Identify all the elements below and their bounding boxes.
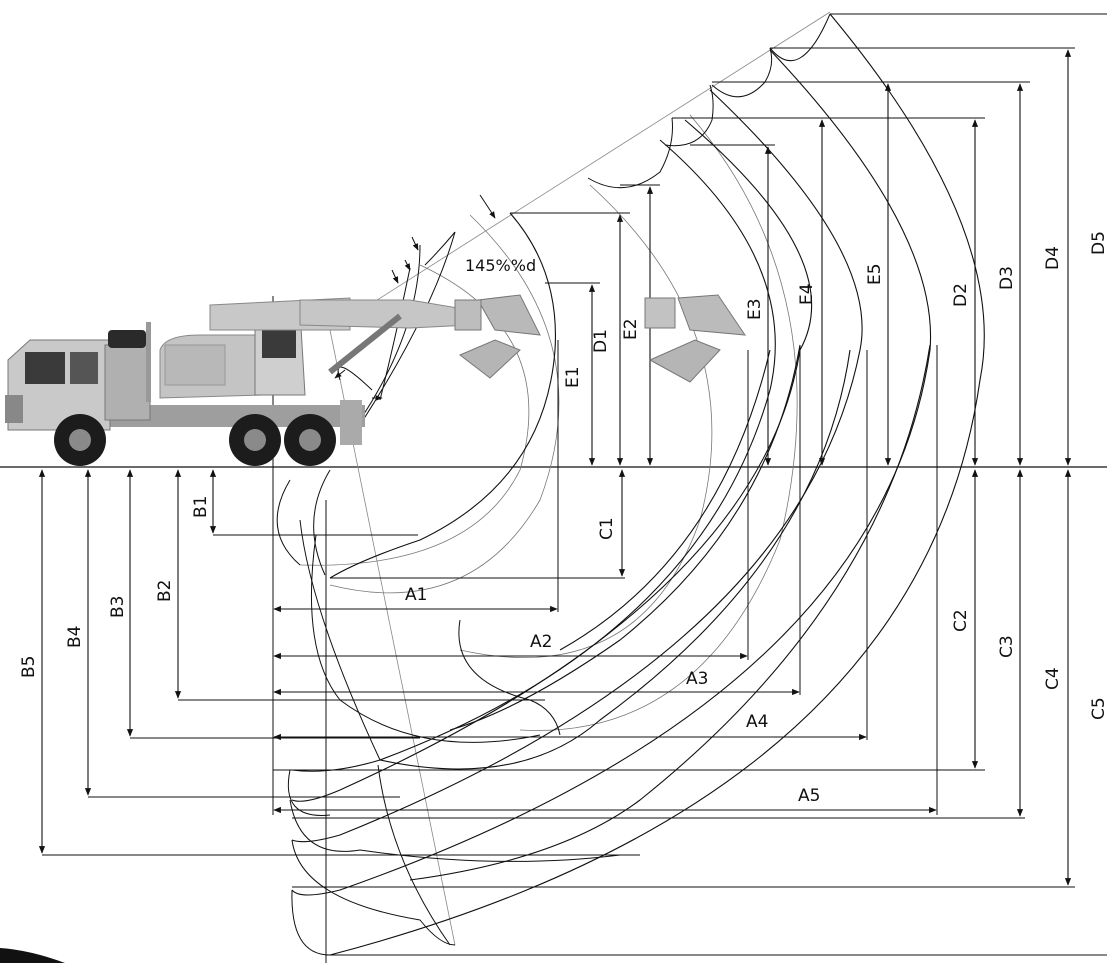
wheels [54, 414, 336, 466]
label-c4: C4 [1043, 667, 1063, 690]
boom [299, 299, 471, 329]
a-dimension-arrows [273, 605, 937, 814]
label-c2: C2 [951, 609, 971, 632]
boom-cylinder [328, 313, 402, 375]
label-a4: A4 [746, 712, 768, 732]
label-e5: E5 [865, 263, 885, 285]
bucket-curled-2 [648, 339, 721, 383]
label-a2: A2 [530, 632, 552, 652]
cab-window [25, 352, 65, 384]
bucket-extended-2 [677, 294, 747, 336]
label-a5: A5 [798, 786, 820, 806]
bottom-extension-lines [42, 534, 1107, 956]
a-extension-lines [557, 340, 938, 815]
label-b1: B1 [191, 496, 211, 518]
label-b2: B2 [155, 580, 175, 602]
label-e1: E1 [563, 366, 583, 388]
c-dimension-arrows [618, 469, 1072, 886]
label-d2: D2 [951, 283, 971, 307]
label-a3: A3 [686, 669, 708, 689]
arm-head-2 [644, 297, 676, 329]
label-b3: B3 [108, 596, 128, 618]
arm-head [454, 299, 482, 331]
e-dimension-arrows [616, 83, 892, 466]
mast [146, 322, 151, 402]
grille [5, 395, 23, 423]
lower-loop-arcs [287, 519, 621, 956]
label-b4: B4 [65, 626, 85, 648]
exhaust [108, 330, 146, 348]
label-a1: A1 [405, 585, 427, 605]
top-extension-lines [510, 13, 1107, 284]
excavator-truck [5, 294, 747, 466]
corner-mark [0, 948, 65, 963]
label-d4: D4 [1043, 246, 1063, 270]
label-e3: E3 [745, 298, 765, 320]
label-d3: D3 [997, 266, 1017, 290]
bucket-curl-arcs [276, 13, 831, 736]
label-d1: D1 [591, 329, 611, 353]
label-b5: B5 [19, 656, 39, 678]
engine-block [104, 344, 151, 421]
label-e4: E4 [797, 283, 817, 305]
angle-label: 145%%d [465, 256, 536, 275]
label-d5: D5 [1089, 231, 1107, 255]
label-c5: C5 [1089, 697, 1107, 720]
label-e2: E2 [621, 318, 641, 340]
d-dimension-arrows [588, 49, 1072, 466]
b-dimension-arrows [38, 469, 217, 854]
working-envelope-arcs [291, 13, 985, 956]
rear-outrigger [340, 400, 362, 445]
bucket-curled [459, 339, 521, 379]
cab-window-rear [70, 352, 98, 384]
label-c3: C3 [997, 635, 1017, 658]
bucket-extended [477, 294, 541, 336]
counterweight-panel [164, 344, 226, 386]
label-c1: C1 [597, 517, 617, 540]
